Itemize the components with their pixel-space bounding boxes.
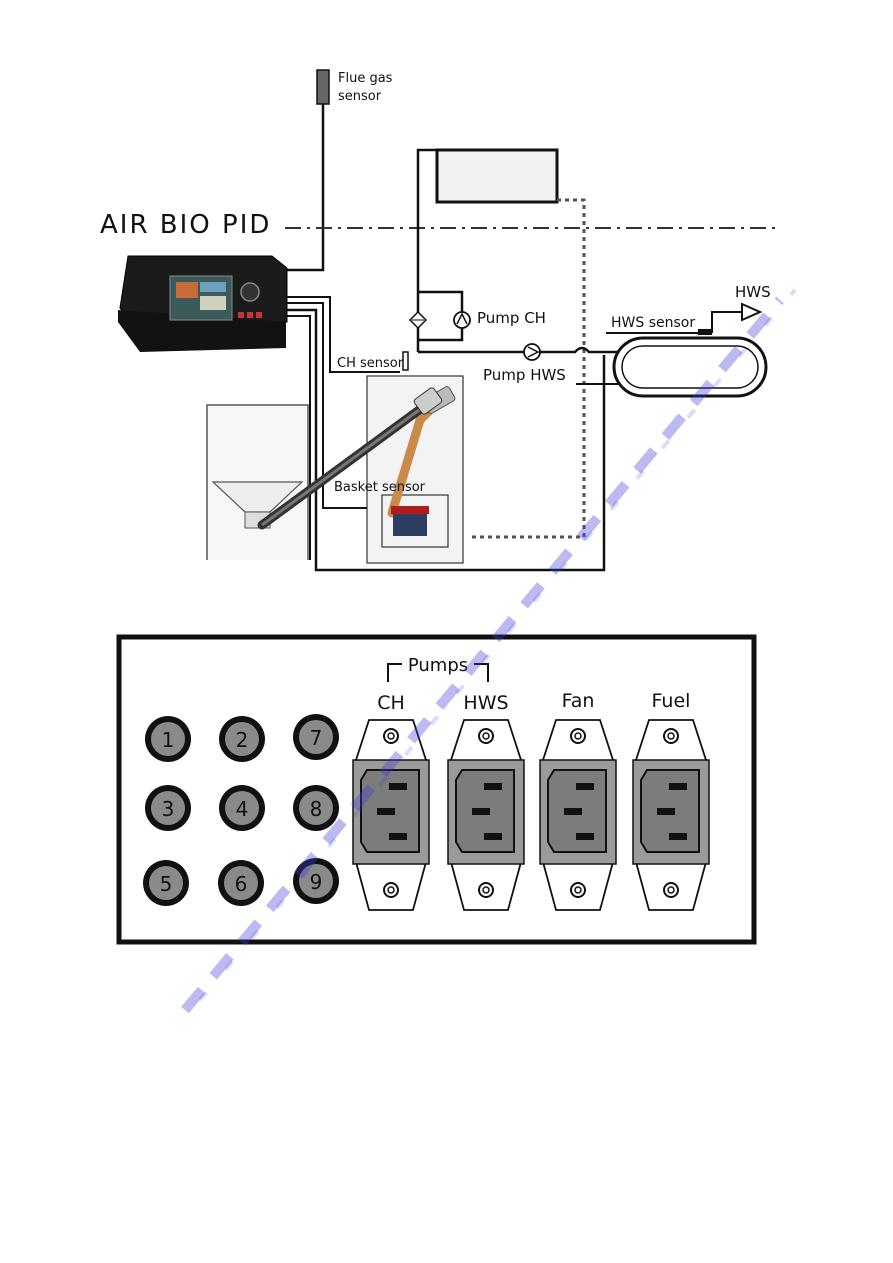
terminal-label: 8 [310,797,323,821]
ch-sensor-label: CH sensor [337,356,404,371]
connection-panel: Pumps 1 2 7 3 4 8 5 [116,634,757,945]
terminal-8: 8 [293,785,339,831]
pin-slot-icon [377,808,395,815]
terminal-1: 1 [145,716,191,762]
terminal-9: 9 [293,858,339,904]
pin-slot-icon [389,783,407,790]
hws-sensor-label: HWS sensor [611,315,695,331]
basket-top [391,506,429,514]
pump-ch-label: Pump CH [477,309,546,327]
terminal-6: 6 [218,860,264,906]
pin-slot-icon [669,833,687,840]
socket-label: Fan [562,690,595,712]
terminal-label: 6 [235,872,248,896]
hws-arrow-icon [741,302,763,322]
socket-label: CH [377,692,405,714]
cable-basket [285,302,385,509]
controller-title: AIR BIO PID [100,210,271,240]
socket-fan: Fan [539,690,617,911]
hws-supply-pipe [418,346,620,354]
pumps-bracket [387,663,489,682]
terminal-4: 4 [219,785,265,831]
pin-slot-icon [576,833,594,840]
socket-label: Fuel [652,690,691,712]
socket-label: HWS [463,692,508,714]
controller-unit [118,255,288,352]
pump-ch-icon [453,311,471,329]
flue-gas-sensor-label-2: sensor [338,89,382,104]
flue-gas-sensor-label-1: Flue gas [338,71,393,86]
pin-slot-icon [389,833,407,840]
hws-tank [612,336,768,398]
terminal-label: 5 [160,872,173,896]
basket [393,514,427,536]
terminal-7: 7 [293,714,339,760]
pin-slot-icon [669,783,687,790]
terminal-3: 3 [145,785,191,831]
terminal-label: 3 [162,797,175,821]
ch-sensor [402,351,409,371]
terminal-label: 7 [310,726,323,750]
radiator [435,148,559,204]
socket-hws: HWS [447,692,525,911]
socket-row: CH HWS Fan Fuel [352,690,710,911]
pump-hws-label: Pump HWS [483,366,566,384]
terminal-label: 9 [310,870,323,894]
basket-sensor-label: Basket sensor [334,480,426,495]
terminal-label: 2 [236,728,249,752]
pin-slot-icon [484,833,502,840]
pin-slot-icon [484,783,502,790]
terminal-label: 1 [162,728,175,752]
pump-hws-icon [523,343,541,361]
cable-ch-sensor [285,296,400,373]
pumps-label: Pumps [408,655,468,676]
pin-slot-icon [472,808,490,815]
terminal-5: 5 [143,860,189,906]
pin-slot-icon [564,808,582,815]
flue-gas-sensor [316,69,330,105]
cable-pumps [285,315,311,560]
burner-chamber [381,494,449,548]
ch-supply-pipe [416,148,437,352]
socket-fuel: Fuel [632,690,710,911]
flue-gas-cable [275,104,325,272]
hws-outlet-pipe [711,311,742,333]
terminal-label: 4 [236,797,249,821]
cable-loop [285,308,606,572]
socket-ch: CH [352,692,430,911]
hws-label: HWS [735,283,771,301]
terminal-2: 2 [219,716,265,762]
pin-slot-icon [657,808,675,815]
heating-system-diagram: Flue gas sensor AIR BIO PID Pump CH Pump… [100,69,776,572]
terminal-grid: 1 2 7 3 4 8 5 6 [143,714,339,906]
ch-return-dashed [470,198,586,539]
pin-slot-icon [576,783,594,790]
